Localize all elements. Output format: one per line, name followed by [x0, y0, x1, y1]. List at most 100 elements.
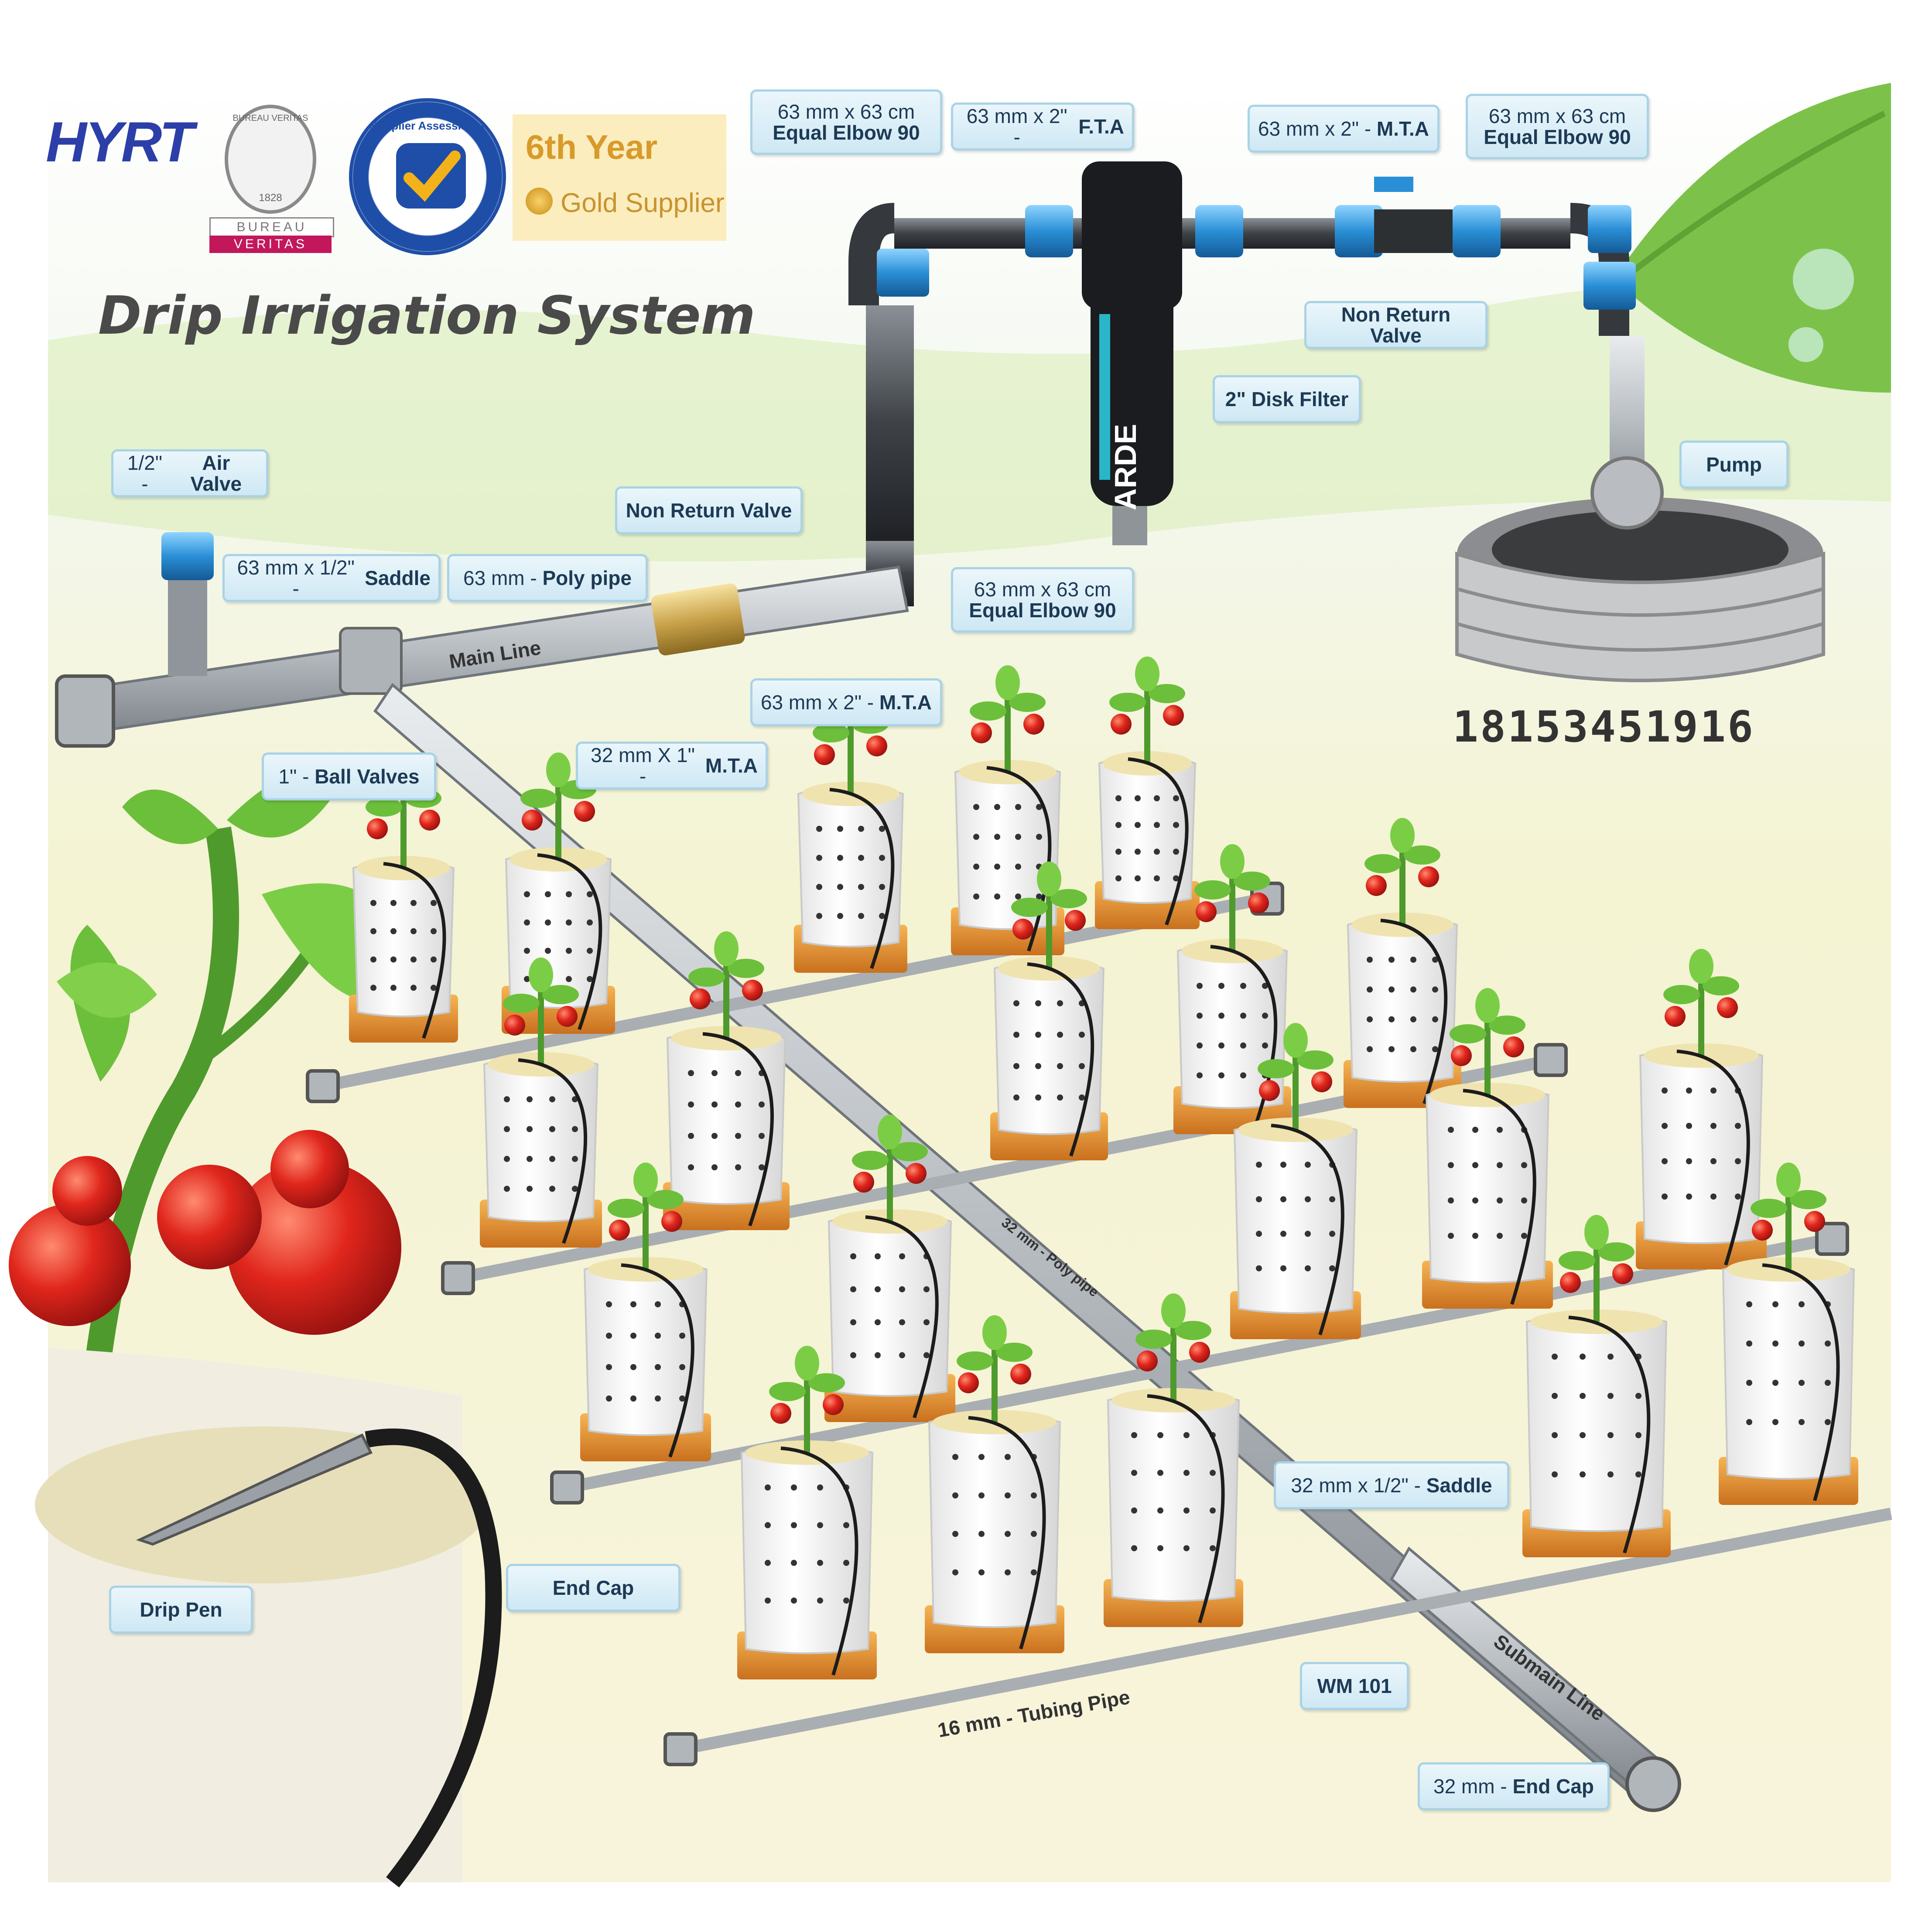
drip-tube — [383, 862, 446, 1039]
bag-hole — [875, 1352, 881, 1358]
bag-hole — [1197, 1072, 1203, 1079]
bag-hole — [1635, 1471, 1641, 1477]
bag — [828, 1212, 952, 1397]
bag-hole — [978, 1531, 985, 1537]
tomato — [1248, 892, 1269, 913]
tomato — [1010, 1364, 1031, 1385]
water-well — [1455, 336, 1825, 682]
tomato — [971, 722, 992, 743]
bag-hole — [410, 900, 417, 906]
bag-hole — [370, 985, 376, 991]
bag-hole — [1218, 1012, 1224, 1019]
plant-leaf — [852, 1151, 889, 1170]
bag-hole — [1240, 1072, 1246, 1079]
bag-hole — [1432, 957, 1438, 963]
bag-hole — [431, 900, 437, 906]
plant-leaf — [633, 1163, 658, 1197]
drip-tube — [537, 853, 602, 1030]
drip-tube — [1568, 1316, 1651, 1554]
callout-line1: 63 mm x 63 cm — [974, 578, 1111, 601]
bag-hole — [630, 1301, 636, 1307]
tomato — [609, 1220, 630, 1241]
callout-part: End Cap — [1512, 1775, 1594, 1798]
tomato — [1111, 714, 1132, 735]
bag-hole — [390, 956, 397, 963]
plant-leaf — [608, 1199, 644, 1218]
bag-hole — [994, 804, 1000, 810]
callout-ball-valves: 1" - Ball Valves — [262, 752, 436, 800]
bag-hole — [1448, 1127, 1454, 1133]
bag-hole — [606, 1395, 612, 1402]
bag-hole — [765, 1484, 771, 1491]
callout-spec: 63 mm - — [463, 566, 537, 589]
tomato — [853, 1172, 874, 1193]
bag — [583, 1260, 708, 1436]
bag — [666, 1029, 786, 1205]
bag-hole — [879, 855, 885, 861]
callout-end-cap-32: 32 mm - End Cap — [1418, 1762, 1610, 1810]
bag-hole — [1157, 1507, 1163, 1514]
bag-hole — [1410, 957, 1416, 963]
bag-hole — [978, 1492, 985, 1499]
bag-hole — [1005, 1531, 1011, 1537]
bag-hole — [1218, 1042, 1224, 1049]
bag-hole — [566, 976, 572, 982]
bag-hole — [655, 1364, 661, 1370]
bag-hole — [587, 976, 593, 982]
bag-hole — [655, 1333, 661, 1339]
grow-bag — [1230, 1023, 1361, 1339]
bag-hole — [1256, 1265, 1262, 1272]
bag-hole — [1388, 957, 1395, 963]
bag-hole — [1367, 986, 1373, 993]
bag-hole — [606, 1333, 612, 1339]
bag-hole — [1388, 986, 1395, 993]
bag-hole — [1825, 1380, 1831, 1386]
bag-hole — [1005, 1492, 1011, 1499]
callout-spec: 63 mm x 2" - — [760, 691, 874, 714]
bag-hole — [1448, 1162, 1454, 1168]
drip-tube — [1676, 1050, 1750, 1266]
tomato — [742, 980, 763, 1001]
grow-bag — [990, 862, 1108, 1160]
bag-hole — [1710, 1193, 1717, 1200]
bag-hole — [1448, 1197, 1454, 1204]
bag-hole — [688, 1101, 694, 1108]
bag-hole — [1825, 1340, 1831, 1347]
bag-hole — [1173, 795, 1179, 801]
bag-hole — [1154, 822, 1160, 828]
bag-hole — [1521, 1233, 1527, 1239]
phone-number: 18153451916 — [1453, 702, 1755, 752]
bag-hole — [858, 855, 864, 861]
bag-hole — [1472, 1233, 1478, 1239]
plant-leaf — [1175, 1321, 1211, 1340]
bv-year: 1828 — [259, 192, 282, 204]
bag-hole — [1157, 1470, 1163, 1476]
plant-leaf — [995, 665, 1020, 700]
tomato — [1196, 901, 1217, 922]
bag-hole — [1131, 1545, 1137, 1552]
checkmark-icon — [396, 143, 466, 209]
plant-leaf — [996, 1343, 1033, 1362]
plant-leaf — [1149, 684, 1185, 703]
tomato — [1065, 910, 1086, 931]
drip-tube — [1762, 1263, 1840, 1501]
bag-hole — [711, 1133, 718, 1139]
drip-tube — [865, 1215, 939, 1419]
bag-hole — [1015, 863, 1021, 870]
bag-hole — [816, 826, 822, 832]
bag-hole — [524, 976, 530, 982]
drip-tube — [621, 1263, 694, 1458]
bag-hole — [1280, 1231, 1286, 1237]
bag-hole — [899, 1286, 905, 1293]
bag-hole — [1607, 1471, 1614, 1477]
bag-hole — [431, 985, 437, 991]
bag-hole — [504, 1186, 510, 1192]
callout-mta-top: 63 mm x 2" - M.T.A — [1248, 105, 1440, 153]
bag-hole — [817, 1522, 823, 1529]
grow-bag — [580, 1163, 711, 1461]
bag-hole — [1013, 1000, 1019, 1006]
grow-bag — [1422, 988, 1553, 1309]
bag-hole — [1305, 1265, 1311, 1272]
bag-hole — [1173, 848, 1179, 855]
bag-hole — [1005, 1454, 1011, 1460]
